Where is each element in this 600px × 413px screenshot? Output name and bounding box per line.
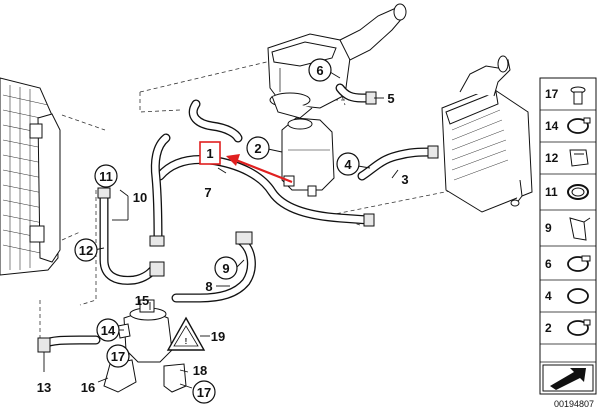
clamps [37,91,439,353]
highlight-arrow [226,154,293,184]
warning-triangle-icon: ! [166,316,206,351]
callout-13-label: 13 [37,380,51,395]
callout-8[interactable]: 8 [205,279,212,294]
callout-14[interactable]: 14 [96,318,120,342]
callout-10[interactable]: 10 [133,190,147,205]
expansion-tank-assembly [267,3,407,119]
legend-item-12-label: 12 [545,151,559,165]
callout-7-label: 7 [204,185,211,200]
clamp-band-icon [567,319,591,336]
callout-3-label: 3 [401,172,408,187]
legend-item-9[interactable]: 9 [545,217,591,241]
callout-10-label: 10 [133,190,147,205]
callout-17a-label: 17 [111,349,125,364]
callout-12[interactable]: 12 [74,238,98,262]
callout-2-label: 2 [254,141,261,156]
legend-item-2-label: 2 [545,321,552,335]
intercooler [441,55,533,213]
legend-item-6[interactable]: 6 [545,255,591,272]
callout-18[interactable]: 18 [193,363,207,378]
parts-legend: 17 14 12 11 [539,77,597,395]
callout-3[interactable]: 3 [401,172,408,187]
callout-6[interactable]: 6 [308,58,332,82]
callout-17b-label: 17 [197,385,211,400]
callout-1-label: 1 [206,146,213,161]
hose-clamp-icon [567,117,591,134]
callout-8-label: 8 [205,279,212,294]
legend-item-6-label: 6 [545,257,552,271]
spring-clamp-icon [567,184,589,200]
legend-item-2[interactable]: 2 [545,319,591,336]
callout-4-label: 4 [344,157,352,172]
legend-item-9-label: 9 [545,221,552,235]
worm-clamp-icon [567,255,591,272]
callout-4[interactable]: 4 [336,152,360,176]
callout-2[interactable]: 2 [246,136,270,160]
coolant-reservoir [281,117,335,197]
callout-19[interactable]: 19 [211,329,225,344]
svg-text:!: ! [185,337,188,346]
callout-5-label: 5 [387,91,394,106]
radiator [0,77,61,276]
diagram-number: 00194807 [554,399,594,409]
callout-16[interactable]: 16 [81,380,95,395]
callout-14-label: 14 [101,323,116,338]
callout-9-label: 9 [222,261,229,276]
legend-item-17[interactable]: 17 [545,86,586,105]
legend-item-4[interactable]: 4 [545,288,589,304]
callout-17-b[interactable]: 17 [192,380,216,404]
legend-item-12[interactable]: 12 [545,149,589,167]
bolt-icon [570,86,586,105]
callout-9[interactable]: 9 [214,256,238,280]
callout-13[interactable]: 13 [37,380,51,395]
clamp-ring-icon [567,288,589,304]
callout-18-label: 18 [193,363,207,378]
callout-19-label: 19 [211,329,225,344]
holder-icon [569,217,591,241]
legend-item-4-label: 4 [545,289,552,303]
clip-icon [569,149,589,167]
callout-5[interactable]: 5 [387,91,394,106]
legend-item-11[interactable]: 11 [545,184,589,200]
water-pump [103,299,187,393]
callout-17-a[interactable]: 17 [106,344,130,368]
callout-1[interactable]: 1 [199,141,221,165]
leader-lines [43,71,399,389]
callout-11[interactable]: 11 [94,164,118,188]
callout-15[interactable]: 15 [135,293,149,308]
hoses [39,83,437,349]
callout-15-label: 15 [135,293,149,308]
navigation-arrow-icon[interactable] [542,364,594,392]
legend-item-14[interactable]: 14 [545,117,591,134]
callout-6-label: 6 [316,63,323,78]
legend-item-11-label: 11 [545,185,558,199]
legend-item-14-label: 14 [545,119,559,133]
callout-11-label: 11 [99,169,113,184]
callout-12-label: 12 [79,243,93,258]
callout-7[interactable]: 7 [204,185,211,200]
legend-item-17-label: 17 [545,87,559,101]
callout-16-label: 16 [81,380,95,395]
